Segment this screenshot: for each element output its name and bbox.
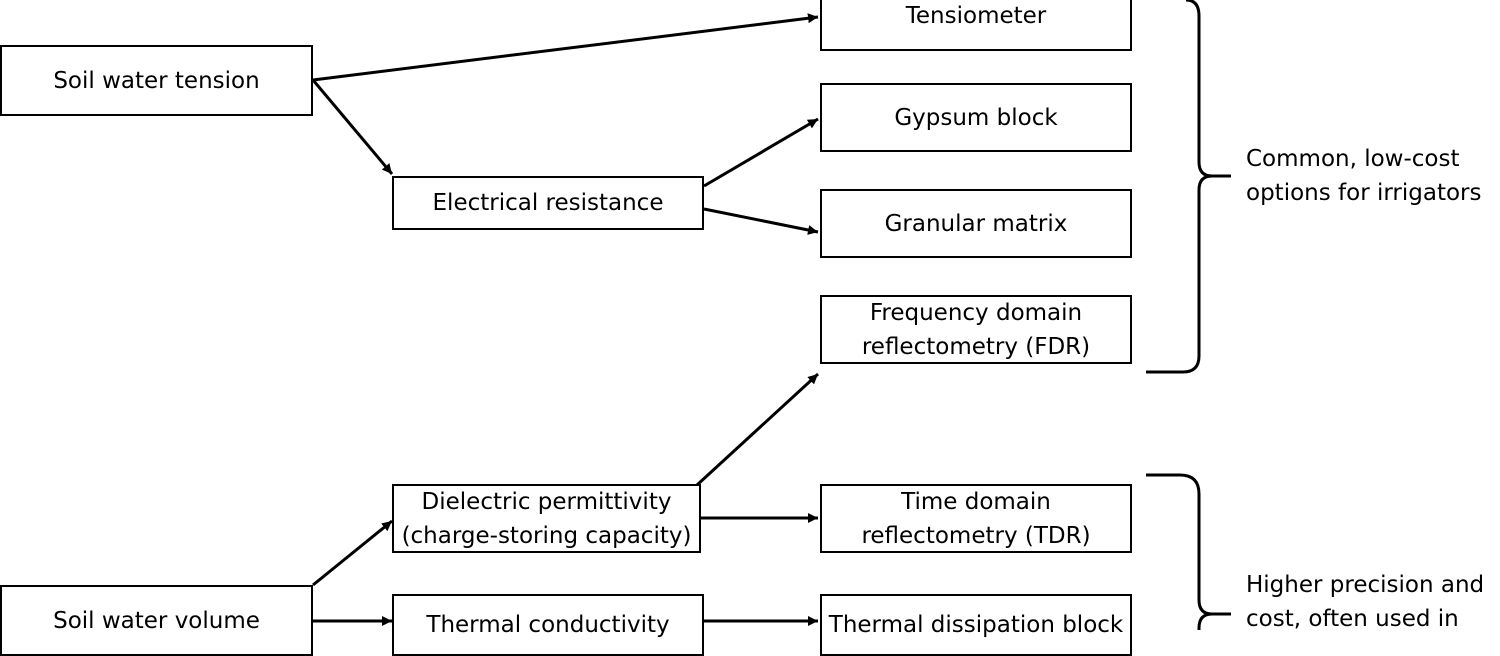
node-electrical-resistance: Electrical resistance: [392, 176, 704, 230]
arrow-soil-volume-to-dielectric: [312, 519, 393, 587]
node-soil-water-tension: Soil water tension: [0, 45, 313, 116]
node-label: Soil water tension: [53, 67, 260, 94]
connector-layer: [311, 0, 1231, 630]
node-label: Gypsum block: [894, 104, 1058, 131]
arrow-dielectric-to-fdr: [695, 372, 820, 487]
node-tdr: Time domain reflectometry (TDR): [820, 484, 1132, 553]
node-dielectric-permittivity: Dielectric permittivity (charge-storing …: [392, 484, 701, 553]
group-label-high-precision: Higher precision and cost, often used in: [1246, 572, 1485, 632]
group-label-low-cost: Common, low-cost options for irrigators: [1246, 146, 1482, 206]
node-label: Tensiometer: [905, 2, 1047, 29]
arrow-soil-tension-to-tensiometer: [312, 13, 819, 82]
arrow-electrical-resistance-to-gypsum-block: [703, 117, 819, 188]
node-label: Dielectric permittivity (charge-storing …: [401, 488, 692, 549]
node-thermal-dissipation-block: Thermal dissipation block: [820, 594, 1132, 656]
arrow-soil-tension-to-electrical-resistance: [311, 79, 394, 175]
node-thermal-conductivity: Thermal conductivity: [392, 594, 704, 656]
node-fdr: Frequency domain reflectometry (FDR): [820, 295, 1132, 364]
node-tensiometer: Tensiometer: [820, 0, 1132, 51]
node-label: Granular matrix: [884, 210, 1068, 237]
node-label: Time domain reflectometry (TDR): [861, 488, 1091, 549]
node-label: Thermal conductivity: [426, 612, 670, 638]
node-label: Electrical resistance: [432, 190, 664, 216]
node-granular-matrix: Granular matrix: [820, 189, 1132, 258]
arrow-electrical-resistance-to-granular-matrix: [703, 207, 819, 235]
node-label: Soil water volume: [53, 607, 260, 634]
node-gypsum-block: Gypsum block: [820, 83, 1132, 152]
node-soil-water-volume: Soil water volume: [0, 585, 313, 656]
node-label: Thermal dissipation block: [828, 612, 1124, 638]
brace-low-cost: [1146, 0, 1231, 374]
brace-high-precision: [1146, 473, 1231, 630]
node-label: Frequency domain reflectometry (FDR): [861, 299, 1091, 360]
